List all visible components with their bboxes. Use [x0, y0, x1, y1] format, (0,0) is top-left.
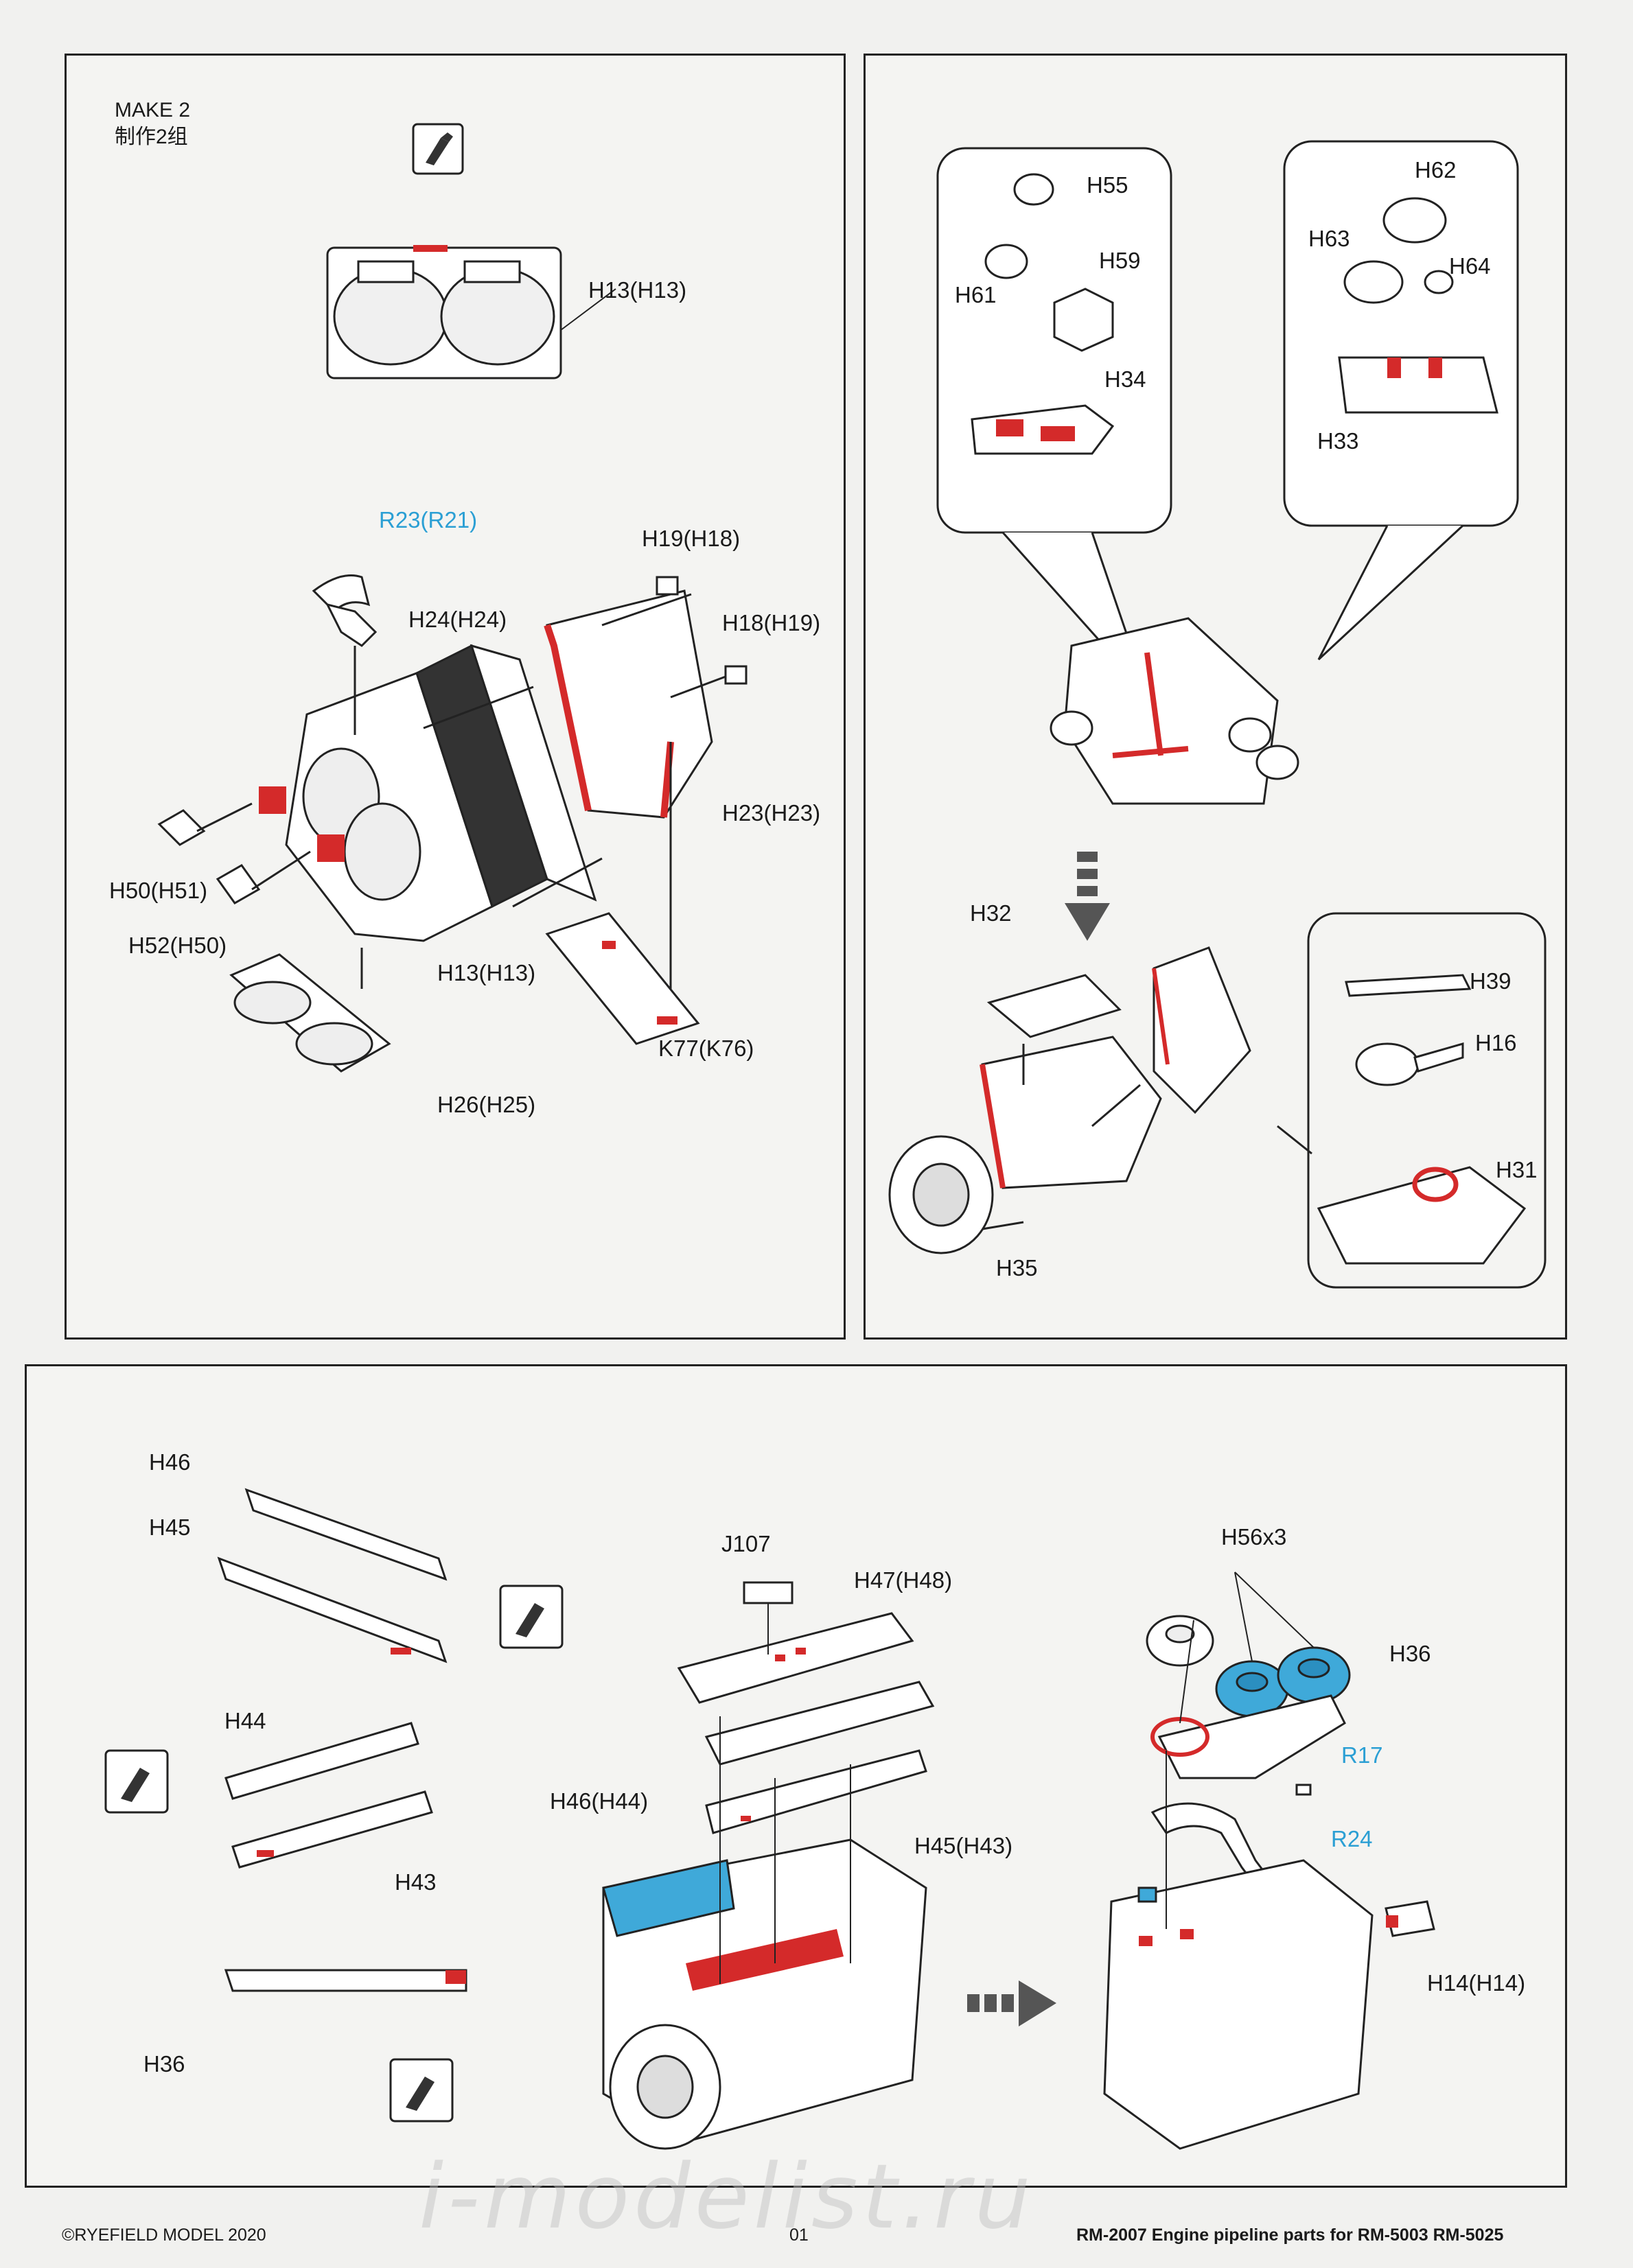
label-h36-left: H36 — [143, 2051, 185, 2077]
knife-icon — [499, 1585, 564, 1649]
label-h32: H32 — [970, 900, 1012, 926]
panel-b-drawing — [888, 140, 1547, 1289]
label-r17: R17 — [1341, 1742, 1383, 1768]
h45-part — [217, 1556, 448, 1663]
label-h23: H23(H23) — [722, 800, 821, 826]
label-h39: H39 — [1470, 968, 1512, 994]
h44-part — [224, 1722, 419, 1800]
detail-bubble — [1307, 912, 1547, 1289]
r23-pipe — [312, 574, 378, 647]
knife-icon — [104, 1749, 169, 1814]
h43-part — [231, 1790, 433, 1869]
panel-c-drawing — [104, 1488, 1435, 2150]
footer-copyright: ©RYEFIELD MODEL 2020 — [62, 2225, 266, 2245]
label-h47: H47(H48) — [854, 1567, 953, 1593]
h16-pulley — [1355, 1042, 1464, 1086]
guide-lines — [719, 1571, 1314, 1984]
arrow-icon — [196, 593, 726, 989]
arrow-icon — [967, 1980, 1056, 2026]
h34-bracket — [971, 404, 1115, 455]
h45-mid — [705, 1749, 927, 1834]
label-h61: H61 — [955, 282, 997, 307]
label-h18: H18(H19) — [722, 610, 821, 635]
h24-grid — [415, 644, 597, 909]
h50-cap — [157, 809, 206, 846]
h52-cap — [216, 864, 261, 904]
h55-part — [1013, 173, 1054, 206]
label-h59: H59 — [1099, 248, 1141, 273]
label-h19: H19(H18) — [642, 526, 741, 551]
h61-part — [984, 244, 1028, 279]
k77-tray — [545, 912, 700, 1045]
h33-bracket — [1338, 356, 1498, 414]
h46-mid — [704, 1681, 935, 1766]
panel-pipelines: H46 H45 H44 H43 H36 J107 H47(H48) H46(H4… — [25, 1364, 1567, 2188]
label-h45-left: H45 — [149, 1515, 191, 1540]
h18-part — [724, 665, 748, 685]
label-h26: H26(H25) — [437, 1092, 536, 1117]
label-h13-bottom: H13(H13) — [437, 960, 536, 985]
label-h46-mid: H46(H44) — [550, 1788, 649, 1814]
h31-plate — [1317, 1166, 1527, 1265]
footer-product: RM-2007 Engine pipeline parts for RM-500… — [1076, 2225, 1504, 2245]
callout-right — [1283, 140, 1519, 661]
label-h31: H31 — [1496, 1157, 1538, 1182]
panel-make-2: MAKE 2 制作2组 — [65, 54, 846, 1340]
arrow-icon — [982, 1044, 1312, 1230]
panel-a-drawing — [157, 123, 748, 1073]
label-h64: H64 — [1449, 253, 1491, 279]
make-2-heading: MAKE 2 制作2组 — [115, 97, 190, 150]
make-2-chinese-label: 制作2组 — [115, 126, 188, 148]
h32-cover — [986, 974, 1122, 1038]
h23-frame — [544, 589, 713, 819]
label-h43-left: H43 — [395, 1869, 437, 1895]
label-h50: H50(H51) — [109, 878, 208, 903]
label-j107: J107 — [721, 1531, 771, 1556]
label-h13-top: H13(H13) — [588, 277, 687, 303]
knife-icon — [412, 123, 464, 175]
h47-cover — [677, 1612, 914, 1704]
engine-middle — [602, 1838, 927, 2150]
h62-part — [1382, 197, 1447, 244]
h36-part — [224, 1969, 467, 1992]
h64-part — [1424, 270, 1454, 294]
h13-shroud — [259, 672, 494, 942]
j107-part — [743, 1581, 794, 1604]
footer-page-number: 01 — [789, 2225, 809, 2245]
label-h34: H34 — [1104, 366, 1146, 392]
label-h14: H14(H14) — [1427, 1970, 1526, 1996]
h39-lever — [1345, 974, 1472, 997]
label-r23: R23(R21) — [379, 507, 478, 533]
label-k77: K77(K76) — [658, 1036, 754, 1061]
h56-caps — [1146, 1615, 1351, 1718]
knife-icon — [389, 2058, 454, 2123]
label-h46-left: H46 — [149, 1449, 191, 1475]
label-h63: H63 — [1308, 226, 1350, 251]
label-h45-mid: H45(H43) — [914, 1833, 1013, 1858]
label-h16: H16 — [1475, 1030, 1517, 1055]
label-h35: H35 — [996, 1255, 1038, 1281]
h63-part — [1343, 260, 1404, 304]
label-h62: H62 — [1415, 157, 1457, 183]
label-h24: H24(H24) — [408, 607, 507, 632]
watermark: i-modelist.ru — [419, 2144, 1035, 2249]
label-r24: R24 — [1331, 1826, 1373, 1851]
panel-engine-top: H55 H59 H61 H34 H62 H63 H64 H33 H32 H39 … — [864, 54, 1567, 1340]
h46-part — [244, 1488, 448, 1581]
h19-part — [656, 576, 679, 596]
engine-assembly — [888, 946, 1251, 1254]
label-h36-right: H36 — [1389, 1641, 1431, 1666]
label-h33: H33 — [1317, 428, 1359, 454]
label-h56: H56x3 — [1221, 1524, 1287, 1550]
h26-fan-plate — [229, 953, 391, 1073]
label-h52: H52(H50) — [128, 933, 227, 958]
h13-frame-top — [326, 245, 616, 379]
engine-block — [1050, 617, 1299, 805]
arrow-icon — [1065, 852, 1110, 941]
label-h55: H55 — [1087, 172, 1128, 198]
make-2-label: MAKE 2 — [115, 99, 191, 121]
h59-part — [1053, 288, 1114, 352]
label-h44-left: H44 — [224, 1708, 266, 1733]
engine-right — [1103, 1859, 1435, 2150]
